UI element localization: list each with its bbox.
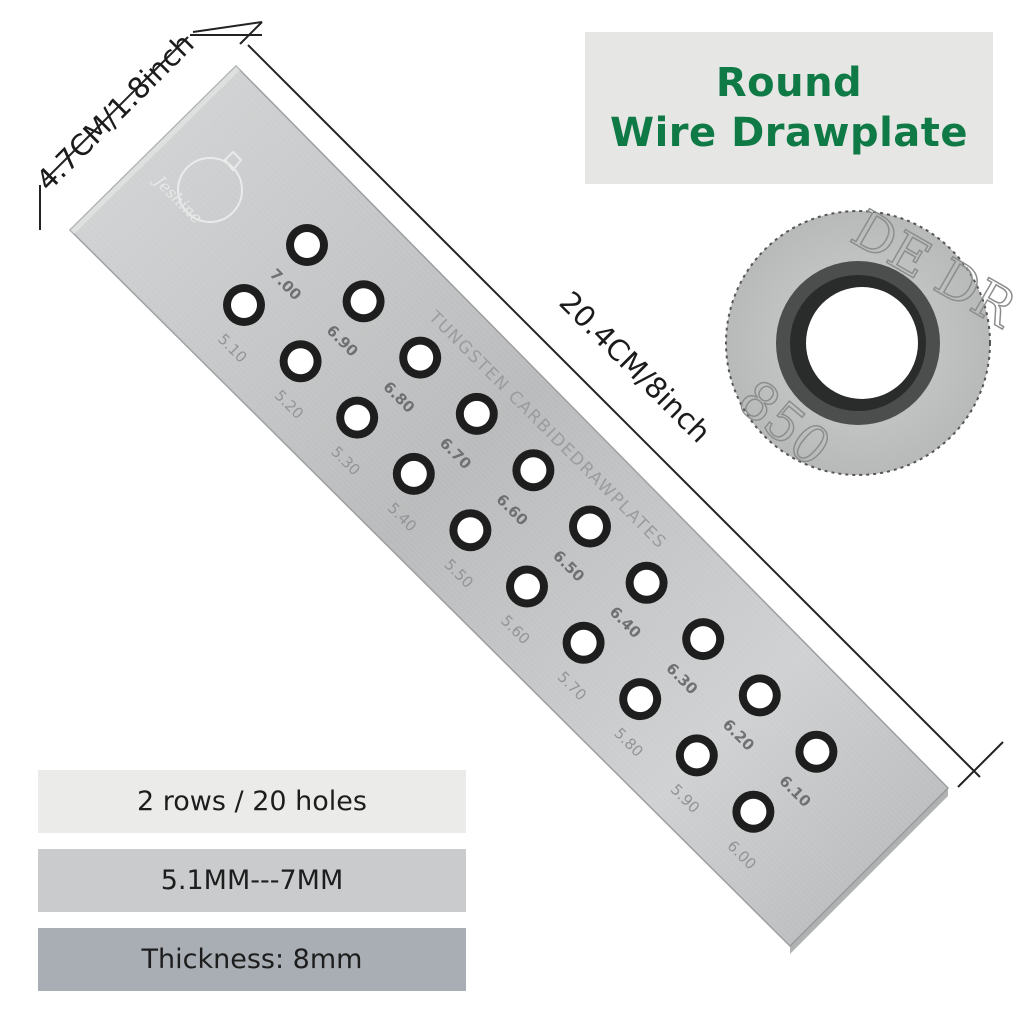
length-dimension-line (239, 21, 1004, 788)
drawplate-hole-opening (690, 626, 717, 653)
drawplate-hole-opening (457, 517, 484, 544)
drawplate-hole-opening (287, 348, 314, 375)
drawplate-hole-opening (350, 288, 377, 315)
drawplate-hole-opening (803, 738, 830, 765)
drawplate-hole-opening (294, 232, 320, 258)
title-box: Round Wire Drawplate (585, 32, 993, 184)
drawplate-hole-opening (231, 292, 257, 318)
drawplate-hole-opening (577, 513, 603, 540)
drawplate-hole-opening (570, 629, 597, 656)
spec-thickness: Thickness: 8mm (38, 928, 466, 991)
drawplate (68, 64, 950, 954)
drawplate-hole-opening (514, 573, 540, 600)
zoom-detail: DE DR 850 (725, 199, 1024, 480)
holes-layer (223, 224, 838, 833)
spec-size-range: 5.1MM---7MM (38, 849, 466, 912)
title-line1: Round (715, 60, 863, 106)
title-line2: Wire Drawplate (609, 110, 969, 156)
drawplate-hole-opening (407, 344, 434, 371)
drawplate-hole-opening (400, 460, 427, 487)
drawplate-hole-opening (746, 682, 773, 709)
drawplate-hole-opening (683, 742, 710, 769)
spec-rows-holes: 2 rows / 20 holes (38, 770, 466, 833)
drawplate-hole-opening (627, 686, 654, 713)
drawplate-hole-opening (344, 404, 371, 431)
drawplate-hole-opening (463, 400, 490, 427)
drawplate-hole-opening (520, 457, 547, 484)
drawplate-hole-opening (740, 798, 767, 825)
drawplate-hole-opening (633, 569, 660, 596)
